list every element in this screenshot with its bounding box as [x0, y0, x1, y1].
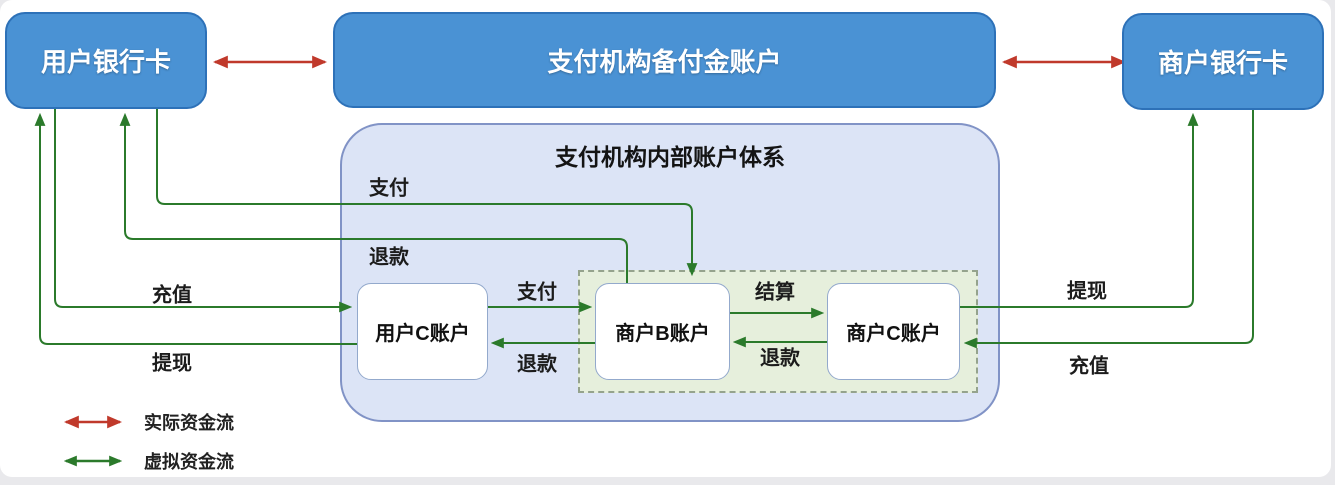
flow-label-refund-inner: 退款	[517, 353, 557, 376]
flow-label-pay-top: 支付	[369, 177, 409, 200]
flow-label-withdraw-right: 提现	[1067, 280, 1107, 303]
virtual-flow-arrow-icon	[63, 455, 123, 467]
flow-recharge-merchantbank-to-merchant-c	[963, 110, 1254, 349]
flow-withdraw-merchant-c-to-merchantbank	[960, 112, 1199, 308]
flow-label-recharge-left: 充值	[152, 284, 192, 307]
user-bank-card-box: 用户银行卡	[5, 12, 207, 109]
flow-label-pay-inner: 支付	[517, 281, 557, 304]
user-c-account-box: 用户C账户	[357, 283, 488, 380]
merchant-c-account-label: 商户C账户	[846, 323, 941, 345]
internal-system-title: 支付机构内部账户体系	[555, 144, 785, 170]
reserve-account-box: 支付机构备付金账户	[333, 12, 996, 108]
merchant-b-account-box: 商户B账户	[595, 283, 730, 380]
user-bank-card-label: 用户银行卡	[40, 47, 171, 77]
merchant-c-account-box: 商户C账户	[827, 283, 960, 380]
flow-pay-userbank-to-merchant-b	[156, 109, 698, 277]
flow-label-refund-top: 退款	[369, 246, 409, 269]
flow-label-refund-bc: 退款	[760, 347, 800, 370]
user-c-account-label: 用户C账户	[375, 323, 470, 345]
merchant-bank-card-label: 商户银行卡	[1157, 48, 1288, 78]
flow-refund-merchant-b-to-userbank	[119, 112, 628, 283]
actual-flow-arrow-icon	[63, 415, 123, 429]
legend-virtual-row: 虚拟资金流	[56, 448, 234, 474]
flow-label-settle: 结算	[755, 281, 795, 304]
flow-recharge-userbank-to-user-c	[54, 109, 353, 313]
reserve-account-label: 支付机构备付金账户	[547, 46, 782, 77]
merchant-bank-card-box: 商户银行卡	[1122, 13, 1324, 110]
flow-label-recharge-right: 充值	[1069, 355, 1109, 378]
legend-actual-label: 实际资金流	[144, 413, 234, 433]
flow-label-withdraw-left: 提现	[152, 352, 192, 375]
flow-withdraw-user-c-to-userbank	[34, 112, 357, 345]
merchant-b-account-label: 商户B账户	[615, 323, 710, 345]
legend-virtual-label: 虚拟资金流	[144, 452, 234, 472]
legend-actual-row: 实际资金流	[56, 409, 234, 435]
